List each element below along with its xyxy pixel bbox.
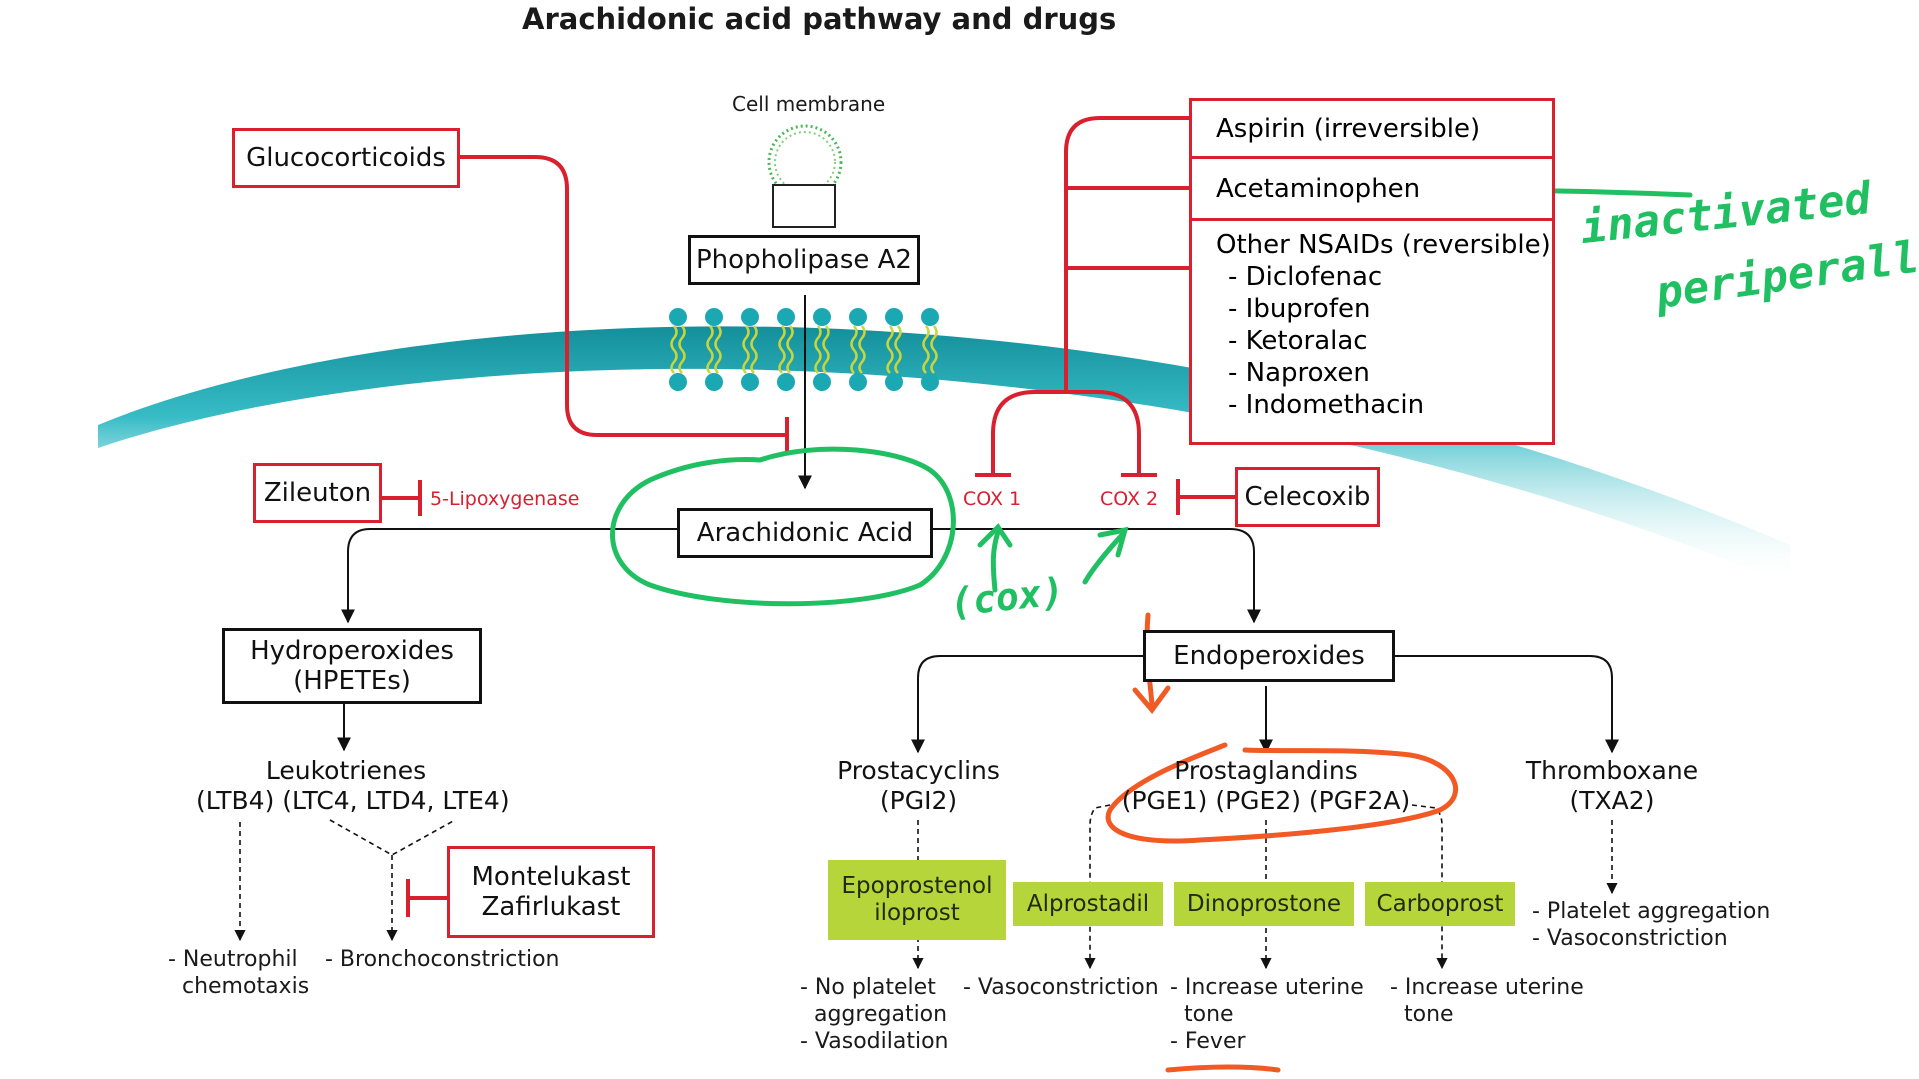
endoperoxides-node: Endoperoxides (1143, 630, 1395, 682)
acetaminophen-label: Acetaminophen (1216, 174, 1421, 204)
carboprost-label: Carboprost (1376, 890, 1504, 917)
arachidonic-acid-label: Arachidonic Acid (696, 518, 914, 548)
alprostadil-box: Alprostadil (1013, 882, 1163, 926)
thromboxane-label: Thromboxane (TXA2) (1512, 756, 1712, 816)
iloprost-label: iloprost (874, 900, 960, 926)
inhibition-lines (382, 116, 1235, 917)
prostaglandins-subtitle: (PGE1) (PGE2) (PGF2A) (1121, 786, 1411, 815)
glucocorticoids-label: Glucocorticoids (246, 143, 446, 173)
green-hand-annotations (610, 169, 1693, 607)
celecoxib-box: Celecoxib (1235, 467, 1380, 527)
prostacyclins-label: Prostacyclins (PGI2) (806, 756, 1031, 816)
dinoprostone-box: Dinoprostone (1174, 882, 1354, 926)
hydroperoxides-node: Hydroperoxides (HPETEs) (222, 628, 482, 704)
hydroperoxides-label: Hydroperoxides (250, 636, 454, 666)
phospholipase-label: Phopholipase A2 (696, 245, 912, 275)
phospholipid-bilayer-icon (669, 308, 939, 391)
leukotrienes-label: Leukotrienes (LTB4) (LTC4, LTD4, LTE4) (196, 756, 510, 816)
glucocorticoids-box: Glucocorticoids (232, 128, 460, 188)
nsaids-title: Other NSAIDs (reversible) (1216, 230, 1551, 260)
neutrophil-effect: - Neutrophil chemotaxis (168, 947, 310, 999)
endoperoxides-label: Endoperoxides (1173, 641, 1365, 671)
epoprostenol-box: Epoprostenol iloprost (828, 860, 1006, 940)
thromboxane-title: Thromboxane (1525, 756, 1699, 785)
acetaminophen-row: Acetaminophen (1192, 159, 1552, 221)
nsaid-item: - Naproxen (1228, 358, 1370, 388)
cell-membrane-band (98, 326, 1790, 585)
arachidonic-acid-node: Arachidonic Acid (677, 508, 933, 558)
bronchoconstriction-effect: - Bronchoconstriction (325, 947, 560, 972)
page-title: Arachidonic acid pathway and drugs (522, 2, 1117, 36)
thromboxane-effects: - Platelet aggregation- Vasoconstriction (1532, 899, 1771, 951)
vesicle-icon (767, 124, 843, 228)
cox1-label: COX 1 (963, 488, 1022, 510)
nsaid-item: - Ketoralac (1228, 326, 1368, 356)
cell-membrane-label: Cell membrane (732, 92, 886, 116)
nsaid-item: - Ibuprofen (1228, 294, 1371, 324)
pathway-arrows (337, 295, 1619, 754)
thromboxane-subtitle: (TXA2) (1569, 786, 1655, 815)
celecoxib-label: Celecoxib (1244, 482, 1371, 512)
aspirin-row: Aspirin (irreversible) (1192, 101, 1552, 159)
leukotrienes-subtitle: (LTB4) (LTC4, LTD4, LTE4) (196, 786, 510, 815)
phospholipase-a2-node: Phopholipase A2 (688, 235, 920, 285)
nsaids-list: Other NSAIDs (reversible) - Diclofenac -… (1216, 229, 1551, 421)
montelukast-label: Montelukast (471, 862, 631, 892)
alprostadil-effect: - Vasoconstriction (963, 975, 1159, 1000)
cox-inhibitor-box: Aspirin (irreversible) Acetaminophen Oth… (1189, 98, 1555, 445)
nsaid-item: - Indomethacin (1228, 390, 1425, 420)
alprostadil-label: Alprostadil (1026, 890, 1150, 917)
prostaglandins-label: Prostaglandins (PGE1) (PGE2) (PGF2A) (1120, 756, 1412, 816)
zileuton-box: Zileuton (253, 463, 382, 523)
zafirlukast-label: Zafirlukast (481, 892, 621, 922)
aspirin-label: Aspirin (irreversible) (1216, 114, 1481, 144)
prostacyclins-title: Prostacyclins (837, 756, 1000, 785)
carboprost-box: Carboprost (1365, 882, 1515, 926)
prostacyclins-subtitle: (PGI2) (879, 786, 958, 815)
montelukast-box: Montelukast Zafirlukast (447, 846, 655, 938)
dinoprostone-label: Dinoprostone (1186, 890, 1342, 917)
zileuton-label: Zileuton (263, 478, 372, 508)
epoprostenol-label: Epoprostenol (841, 873, 993, 899)
prostaglandins-title: Prostaglandins (1174, 756, 1358, 785)
lipoxygenase-label: 5-Lipoxygenase (430, 488, 580, 510)
leukotrienes-title: Leukotrienes (265, 756, 427, 785)
nsaid-item: - Diclofenac (1228, 262, 1383, 292)
carboprost-effects: - Increase uterine tone (1390, 975, 1584, 1027)
cox2-label: COX 2 (1100, 488, 1159, 510)
hydroperoxides-sublabel: (HPETEs) (293, 666, 411, 696)
dinoprostone-effects: - Increase uterine tone- Fever (1170, 975, 1364, 1054)
prostacyclin-effects: - No platelet aggregation- Vasodilation (800, 975, 949, 1054)
